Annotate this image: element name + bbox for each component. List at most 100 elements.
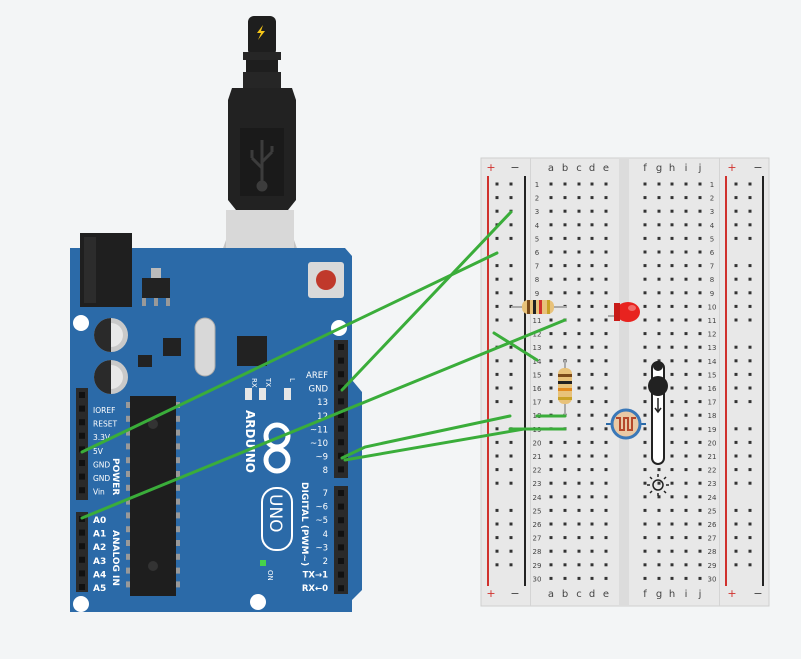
row-number-right: 12 xyxy=(708,331,717,339)
analog-pin-label: A0 xyxy=(93,516,106,526)
analog-in-label: ANALOG IN xyxy=(110,530,120,586)
row-number-left: 6 xyxy=(535,249,540,257)
power-pin-label: RESET xyxy=(93,420,117,429)
row-number-right: 15 xyxy=(708,371,717,379)
row-number-right: 5 xyxy=(710,235,714,243)
column-letter: b xyxy=(562,589,568,600)
row-number-left: 23 xyxy=(533,480,542,488)
rail-sign: − xyxy=(753,587,762,600)
row-number-right: 26 xyxy=(708,521,717,529)
row-number-left: 24 xyxy=(533,494,542,502)
row-number-right: 13 xyxy=(708,344,717,352)
wire-bb-13 xyxy=(492,331,539,362)
digital-pin-label: ~11 xyxy=(310,425,328,435)
arduino-brand: ARDUINO xyxy=(243,410,257,473)
analog-header xyxy=(76,512,88,592)
rail-sign: − xyxy=(510,587,519,600)
row-number-left: 8 xyxy=(535,276,539,284)
column-letter: c xyxy=(576,163,582,174)
row-number-right: 7 xyxy=(710,263,714,271)
power-label: POWER xyxy=(110,458,120,495)
center-channel xyxy=(619,158,629,606)
digital-pin-label: ~3 xyxy=(315,543,328,553)
arduino-uno-board[interactable]: RX TX L ARDUINO UNO ON POWER ANALOG IN D… xyxy=(70,233,362,612)
usb-symbol-icon xyxy=(250,140,274,192)
rail-sign: − xyxy=(753,161,762,174)
wires[interactable] xyxy=(80,210,567,520)
row-number-left: 30 xyxy=(533,575,542,583)
column-letter: g xyxy=(656,589,662,600)
column-letter: f xyxy=(643,163,647,174)
row-number-left: 29 xyxy=(533,562,542,570)
row-number-right: 28 xyxy=(708,548,717,556)
digital-pin-label: ~5 xyxy=(315,516,328,526)
column-letter: f xyxy=(643,589,647,600)
digital-pin-label: ~6 xyxy=(315,503,328,513)
photoresistor-icon[interactable] xyxy=(606,408,646,440)
row-number-right: 3 xyxy=(710,208,714,216)
wire-pin9-b xyxy=(343,427,526,462)
row-number-right: 1 xyxy=(710,181,714,189)
digital-pin-label: 8 xyxy=(323,466,328,476)
row-number-right: 10 xyxy=(708,303,717,311)
power-pin-label: Vin xyxy=(93,488,105,497)
row-number-right: 18 xyxy=(708,412,717,420)
red-led-icon[interactable] xyxy=(608,302,640,322)
rail-sign: + xyxy=(727,161,736,174)
row-number-right: 6 xyxy=(710,249,715,257)
sun-icon xyxy=(647,474,669,496)
digital-pwm-label: DIGITAL (PWM~) xyxy=(299,482,309,566)
column-letter: a xyxy=(548,163,554,174)
resistor-horizontal-icon[interactable] xyxy=(511,300,567,314)
digital-pin-label: GND xyxy=(309,385,329,395)
row-number-right: 14 xyxy=(708,358,717,366)
row-number-left: 26 xyxy=(533,521,542,529)
row-number-left: 5 xyxy=(535,235,539,243)
slider-knob[interactable] xyxy=(648,376,668,396)
digital-pin-label: 4 xyxy=(323,530,328,540)
digital-pin-label: 7 xyxy=(323,489,328,499)
row-number-right: 20 xyxy=(708,439,717,447)
power-pin-label: GND xyxy=(93,460,110,469)
row-number-left: 4 xyxy=(535,222,540,230)
rail-sign: − xyxy=(510,161,519,174)
digital-pin-label: 12 xyxy=(317,412,328,422)
row-number-left: 2 xyxy=(535,195,539,203)
analog-pin-label: A2 xyxy=(93,543,106,553)
row-number-left: 14 xyxy=(533,358,542,366)
wire-a0 xyxy=(80,318,567,520)
column-letter: e xyxy=(603,589,609,600)
row-number-right: 27 xyxy=(708,535,717,543)
column-letter: d xyxy=(589,163,595,174)
row-number-left: 15 xyxy=(533,371,542,379)
digital-header-bottom xyxy=(334,486,348,594)
light-intensity-slider-icon[interactable] xyxy=(647,361,669,496)
power-pin-label: 5V xyxy=(93,447,104,456)
digital-pin-label: 13 xyxy=(317,398,328,408)
row-number-right: 9 xyxy=(710,290,714,298)
breadboard[interactable]: 1122334455667788991010111112121313141415… xyxy=(480,157,770,607)
analog-pin-label: A3 xyxy=(93,557,106,567)
digital-pin-label: RX←0 xyxy=(302,584,328,594)
row-number-left: 17 xyxy=(533,399,542,407)
row-number-right: 4 xyxy=(710,222,715,230)
digital-pin-label: AREF xyxy=(306,371,328,381)
reset-button[interactable] xyxy=(308,262,344,298)
row-number-right: 30 xyxy=(708,575,717,583)
column-letter: h xyxy=(669,163,675,174)
column-letter: j xyxy=(698,163,702,174)
tx-label: TX xyxy=(264,377,272,387)
power-pin-label: IOREF xyxy=(93,406,115,415)
row-number-right: 24 xyxy=(708,494,717,502)
column-letter: j xyxy=(698,589,702,600)
analog-pin-label: A4 xyxy=(93,570,106,580)
digital-pin-label: 2 xyxy=(323,557,328,567)
wire-pin9-a xyxy=(340,414,512,460)
column-letter: e xyxy=(603,163,609,174)
analog-pin-label: A5 xyxy=(93,584,106,594)
resistor-vertical-icon[interactable] xyxy=(558,360,572,416)
row-number-left: 7 xyxy=(535,263,539,271)
row-number-left: 20 xyxy=(533,439,542,447)
row-number-left: 9 xyxy=(535,290,539,298)
row-number-right: 16 xyxy=(708,385,717,393)
